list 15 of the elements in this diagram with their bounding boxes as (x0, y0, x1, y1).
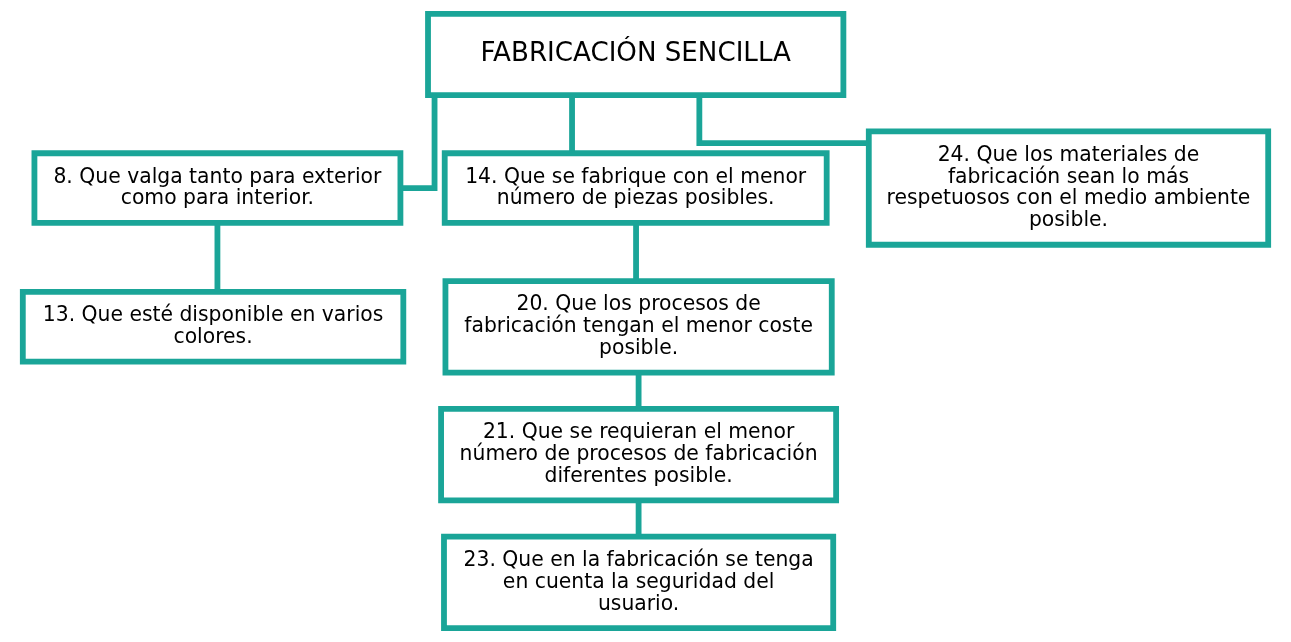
connector (633, 223, 639, 281)
connector (569, 95, 575, 153)
connector (696, 95, 869, 146)
node-box: 14. Que se fabrique con el menor número de piezas posibles. (441, 150, 830, 226)
node-box: FABRICACIÓN SENCILLA (425, 10, 847, 99)
node-box: 24. Que los materiales de fabricación sean lo más respetuosos con el medio ambiente posible. (865, 128, 1272, 248)
connector (400, 95, 438, 191)
node-box: 23. Que en la fabricación se tenga en cuenta la seguridad del usuario. (441, 533, 837, 632)
node-box: 8. Que valga tanto para exterior como para interior. (31, 150, 404, 226)
connector (635, 500, 642, 537)
connector (635, 372, 642, 409)
node-box: 20. Que los procesos de fabricación tengan el menor coste posible. (442, 278, 835, 376)
connector (214, 223, 221, 292)
node-box: 21. Que se requieran el menor número de procesos de fabricación diferentes posible. (438, 405, 840, 504)
node-box: 13. Que esté disponible en varios colores. (19, 289, 407, 365)
